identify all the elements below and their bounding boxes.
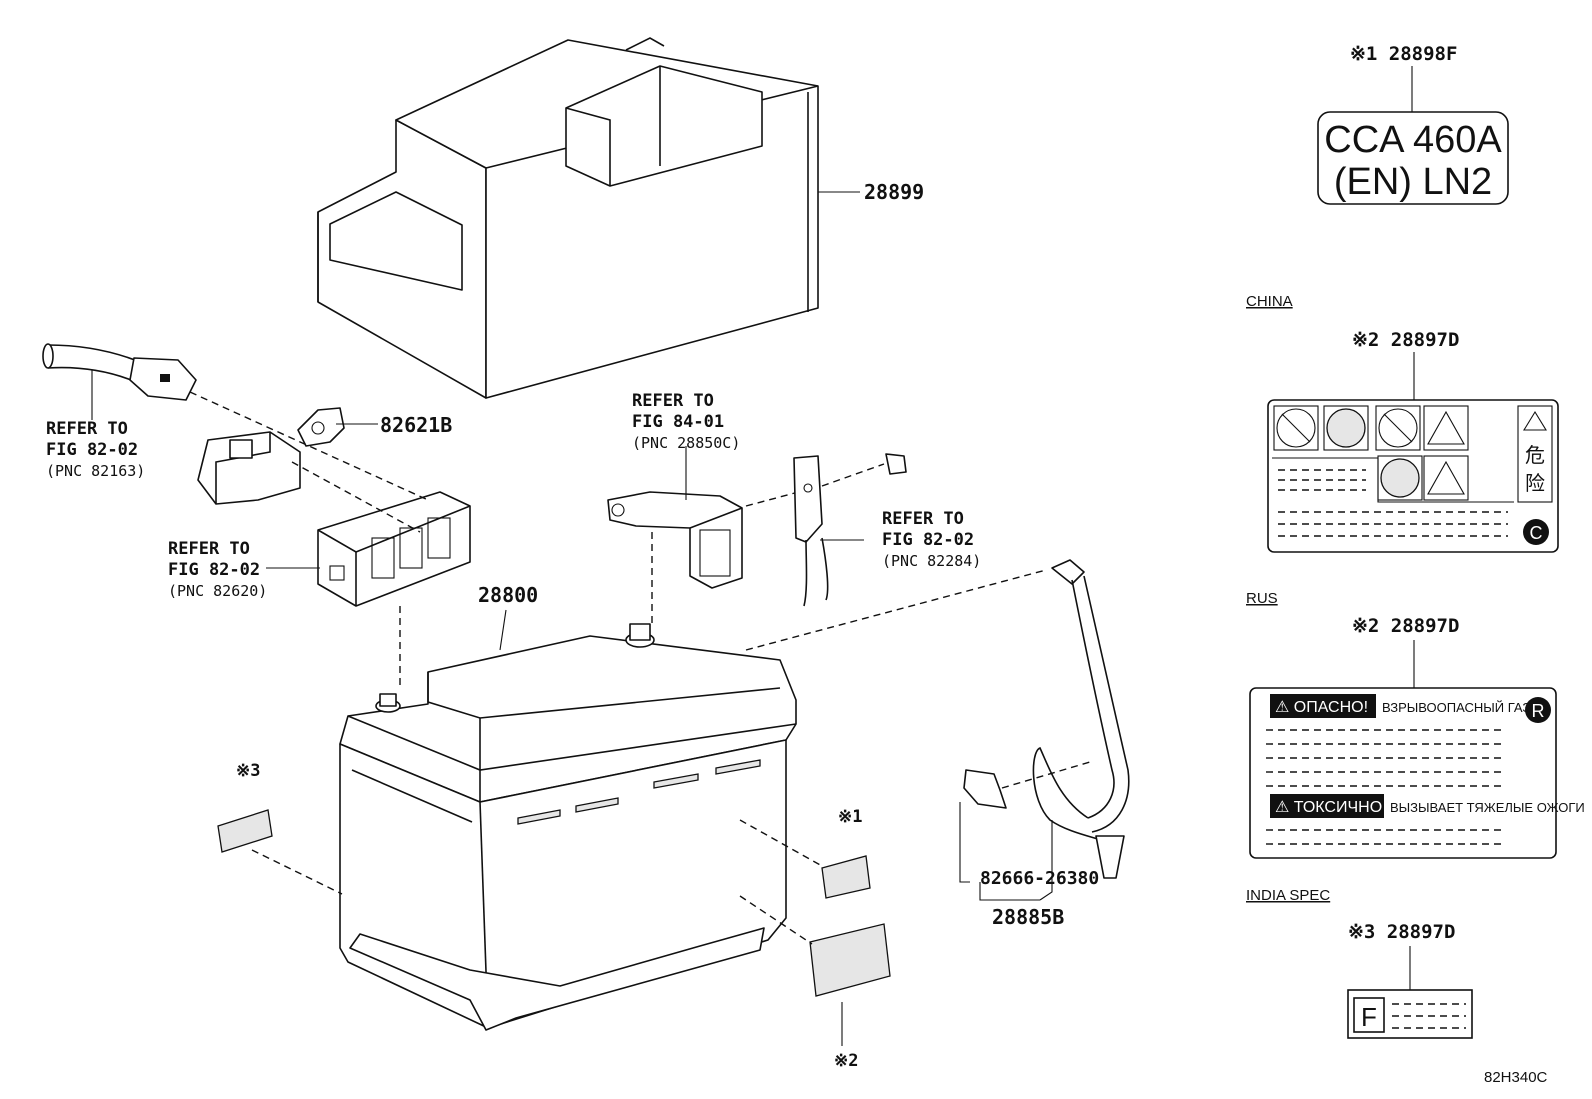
corrosive-warning-icon bbox=[1427, 410, 1465, 445]
rus-toxic-badge bbox=[1270, 794, 1384, 818]
fuse-terminal-part bbox=[607, 491, 743, 589]
ref-fuse-line2: FIG 84-01 bbox=[632, 412, 724, 432]
china-c-badge-letter: C bbox=[1530, 523, 1543, 543]
sticker-mark-2: ※2 bbox=[834, 1051, 858, 1071]
read-manual-icon bbox=[1380, 458, 1420, 498]
label-battery: 28800 bbox=[478, 583, 538, 607]
china-c-badge bbox=[1523, 519, 1549, 545]
rus-r-badge bbox=[1525, 697, 1551, 723]
india-f-letter: F bbox=[1361, 1002, 1377, 1032]
ref-left-line3: (PNC 82163) bbox=[46, 462, 145, 480]
china-warning-label: 危 险 C bbox=[1267, 399, 1559, 553]
rus-danger-desc: ВЗРЫВООПАСНЫЙ ГАЗ bbox=[1382, 700, 1530, 715]
cca-label-line1: CCA 460A bbox=[1324, 119, 1502, 161]
sensor-cable-part bbox=[42, 343, 197, 401]
india-label-part-number: ※3 28897D bbox=[1348, 921, 1455, 943]
ref-left-line1: REFER TO bbox=[46, 419, 128, 439]
label-cable: 28885B bbox=[992, 905, 1064, 929]
india-heading: INDIA SPEC bbox=[1246, 887, 1330, 904]
ground-strap-part bbox=[793, 453, 907, 607]
figure-code: 82H340C bbox=[1484, 1069, 1548, 1086]
rus-label-part-number: ※2 28897D bbox=[1352, 615, 1459, 637]
sensor-bracket-part bbox=[197, 407, 345, 505]
ref-left-line2: FIG 82-02 bbox=[46, 440, 138, 460]
rus-heading: RUS bbox=[1246, 590, 1278, 607]
rus-warning-label: ⚠ ОПАСНО! ВЗРЫВООПАСНЫЙ ГАЗ R ⚠ ТОКСИЧНО… bbox=[1249, 687, 1585, 859]
rus-r-badge-letter: R bbox=[1532, 701, 1545, 721]
rus-danger-badge bbox=[1270, 694, 1376, 718]
ref-sensor-line1: REFER TO bbox=[168, 539, 250, 559]
label-bracket: 82666-26380 bbox=[980, 868, 1099, 889]
china-heading: CHINA bbox=[1246, 293, 1293, 310]
ref-strap-line1: REFER TO bbox=[882, 509, 964, 529]
sticker-mark-1: ※1 bbox=[838, 807, 862, 827]
india-spec-label: F bbox=[1347, 989, 1473, 1039]
ref-sensor-line2: FIG 82-02 bbox=[168, 560, 260, 580]
label-clamp: 82621B bbox=[380, 413, 452, 437]
cca-label-line2: (EN) LN2 bbox=[1334, 161, 1492, 203]
label-sticker-1 bbox=[821, 855, 871, 899]
ref-strap-line2: FIG 82-02 bbox=[882, 530, 974, 550]
danger-triangle-icon bbox=[1523, 410, 1547, 431]
china-label-part-number: ※2 28897D bbox=[1352, 329, 1459, 351]
negative-cable-part bbox=[963, 559, 1130, 879]
sticker-mark-3: ※3 bbox=[236, 761, 260, 781]
label-sticker-2 bbox=[809, 923, 891, 997]
cca-label-box bbox=[1317, 111, 1509, 205]
ref-fuse-line3: (PNC 28850C) bbox=[632, 434, 740, 452]
battery-sensor-part bbox=[317, 491, 471, 607]
ref-strap-line3: (PNC 82284) bbox=[882, 552, 981, 570]
ref-sensor-line3: (PNC 82620) bbox=[168, 582, 267, 600]
no-smoking-icon bbox=[1276, 408, 1316, 448]
label-cover: 28899 bbox=[864, 180, 924, 204]
keep-from-children-icon bbox=[1378, 408, 1418, 448]
rus-danger-text: ⚠ ОПАСНО! bbox=[1275, 699, 1368, 716]
battery-part bbox=[339, 623, 797, 1031]
label-sticker-3 bbox=[217, 809, 273, 853]
rus-toxic-text: ⚠ ТОКСИЧНО bbox=[1275, 799, 1382, 816]
rus-toxic-desc: ВЫЗЫВАЕТ ТЯЖЕЛЫЕ ОЖОГИ bbox=[1390, 800, 1585, 815]
china-danger-char-1: 危 bbox=[1525, 444, 1545, 467]
ref-fuse-line1: REFER TO bbox=[632, 391, 714, 411]
cca-label-part-number: ※1 28898F bbox=[1350, 43, 1457, 65]
battery-cover-part bbox=[317, 37, 819, 399]
explosive-warning-icon bbox=[1427, 460, 1465, 495]
eye-protection-icon bbox=[1326, 408, 1366, 448]
china-danger-char-2: 险 bbox=[1525, 472, 1545, 495]
